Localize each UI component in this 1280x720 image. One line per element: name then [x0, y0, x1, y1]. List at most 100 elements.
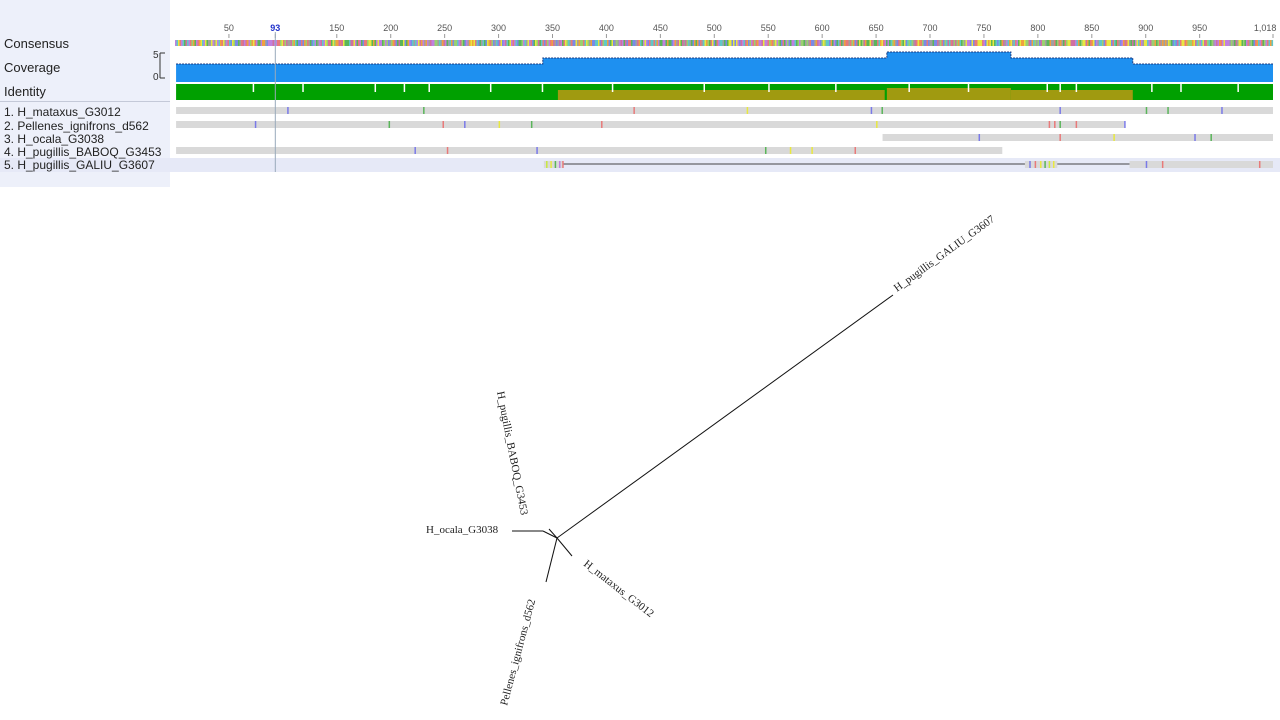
consensus-residue	[610, 40, 612, 46]
consensus-residue	[961, 40, 963, 46]
consensus-residue	[647, 40, 650, 46]
sequence-name-1[interactable]: 1. H_mataxus_G3012	[4, 105, 121, 119]
consensus-residue	[808, 40, 810, 46]
tree-branches	[512, 294, 894, 583]
consensus-residue	[298, 40, 300, 46]
consensus-residue	[212, 40, 215, 46]
consensus-residue	[572, 40, 575, 46]
consensus-residue	[902, 40, 905, 46]
sequence-rows[interactable]	[176, 107, 1273, 168]
sequence-variant-mark	[1210, 134, 1212, 141]
consensus-residue	[818, 40, 821, 46]
consensus-residue	[403, 40, 405, 46]
sequence-variant-mark	[854, 147, 857, 154]
consensus-residue	[991, 40, 993, 46]
branch-galiu	[556, 294, 894, 539]
consensus-residue	[437, 40, 440, 46]
consensus-residue	[638, 40, 641, 46]
consensus-residue	[206, 40, 209, 46]
consensus-residue	[884, 40, 887, 46]
consensus-residue	[994, 40, 996, 46]
consensus-residue	[1214, 40, 1217, 46]
consensus-residue	[787, 40, 789, 46]
consensus-residue	[626, 40, 629, 46]
consensus-residue	[475, 40, 477, 46]
consensus-residue	[944, 40, 947, 46]
consensus-residue	[1058, 40, 1061, 46]
consensus-residue	[727, 40, 729, 46]
consensus-residue	[1211, 40, 1214, 46]
consensus-residue	[1165, 40, 1167, 46]
alignment-view[interactable]	[0, 0, 1280, 190]
consensus-residue	[176, 40, 179, 46]
consensus-residue	[881, 40, 884, 46]
consensus-residue	[574, 40, 576, 46]
consensus-residue	[1000, 40, 1002, 46]
consensus-residue	[587, 40, 590, 46]
consensus-residue	[568, 40, 570, 46]
consensus-residue	[713, 40, 716, 46]
consensus-residue	[1033, 40, 1035, 46]
consensus-residue	[938, 40, 941, 46]
consensus-residue	[814, 40, 816, 46]
consensus-residue	[976, 40, 978, 46]
consensus-residue	[1081, 40, 1083, 46]
sequence-variant-mark	[530, 121, 533, 128]
consensus-residue	[268, 40, 270, 46]
sequence-name-3[interactable]: 3. H_ocala_G3038	[4, 132, 105, 146]
consensus-residue	[749, 40, 752, 46]
consensus-residue	[1222, 40, 1224, 46]
consensus-residue	[580, 40, 582, 46]
consensus-residue	[611, 40, 614, 46]
consensus-residue	[358, 40, 360, 46]
consensus-residue	[911, 40, 914, 46]
consensus-residue	[317, 40, 320, 46]
consensus-residue	[620, 40, 623, 46]
consensus-residue	[700, 40, 702, 46]
consensus-residue	[803, 40, 806, 46]
consensus-residue	[869, 40, 872, 46]
consensus-residue	[692, 40, 695, 46]
consensus-residue	[1088, 40, 1091, 46]
consensus-residue	[632, 40, 635, 46]
consensus-residue	[968, 40, 971, 46]
identity-gap-mark	[403, 84, 406, 92]
consensus-residue	[779, 40, 782, 46]
track-label-panel: Consensus Coverage Identity	[0, 0, 170, 187]
consensus-residue	[277, 40, 279, 46]
sequence-name-2[interactable]: 2. Pellenes_ignifrons_d562	[4, 119, 149, 133]
consensus-residue	[737, 40, 740, 46]
consensus-residue	[719, 40, 722, 46]
consensus-residue	[811, 40, 813, 46]
consensus-residue	[295, 40, 297, 46]
consensus-residue	[179, 40, 182, 46]
consensus-residue	[511, 40, 513, 46]
consensus-residue	[275, 40, 278, 46]
consensus-residue	[676, 40, 678, 46]
consensus-residue	[461, 40, 464, 46]
consensus-residue	[493, 40, 495, 46]
consensus-residue	[1183, 40, 1185, 46]
consensus-residue	[491, 40, 494, 46]
sequence-variant-mark	[414, 147, 416, 154]
coverage-area	[176, 52, 1273, 82]
sequence-variant-mark	[554, 161, 557, 168]
sequence-variant-mark	[1258, 161, 1261, 168]
sequence-name-5[interactable]: 5. H_pugillis_GALIU_G3607	[4, 158, 155, 172]
consensus-residue	[734, 40, 737, 46]
consensus-residue	[710, 40, 713, 46]
identity-mid	[557, 90, 885, 100]
consensus-residue	[1261, 40, 1263, 46]
consensus-residue	[835, 40, 837, 46]
consensus-residue	[505, 40, 507, 46]
consensus-residue	[758, 40, 761, 46]
consensus-residue	[443, 40, 446, 46]
identity-gap-mark	[428, 84, 430, 92]
consensus-residue	[1001, 40, 1004, 46]
sequence-name-4[interactable]: 4. H_pugillis_BABOQ_G3453	[4, 145, 162, 159]
consensus-residue	[797, 40, 800, 46]
consensus-residue	[584, 40, 587, 46]
consensus-residue	[698, 40, 701, 46]
consensus-residue	[560, 40, 563, 46]
consensus-residue	[1025, 40, 1028, 46]
